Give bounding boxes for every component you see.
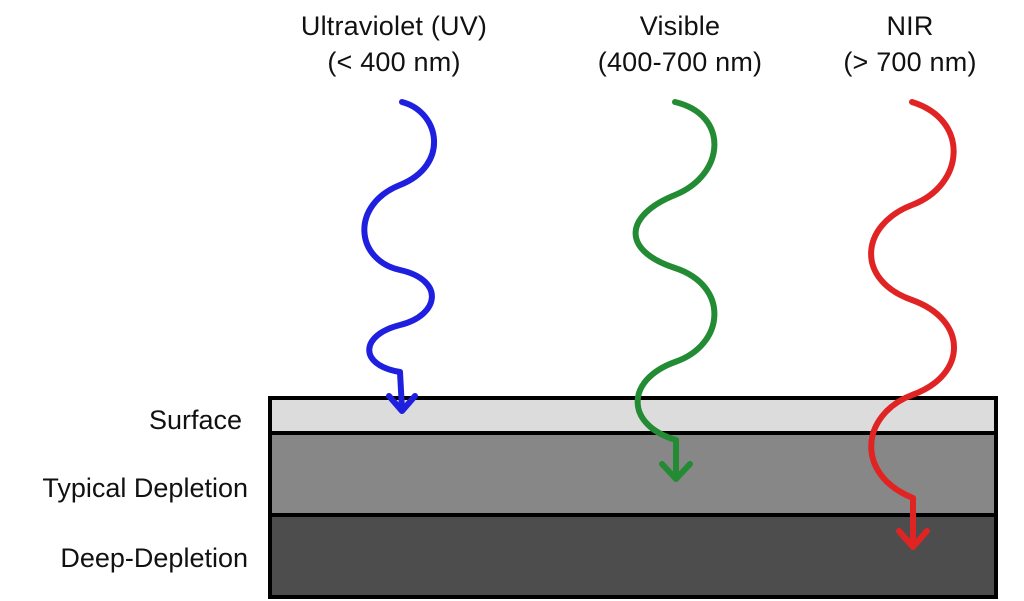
uv-wave-arrow (361, 99, 438, 414)
visible-band-range: (400-700 nm) (597, 47, 763, 77)
surface-layer (268, 396, 998, 435)
typical-depletion-layer (268, 431, 998, 517)
layer-label-surface: Surface (148, 405, 242, 435)
deep-depletion-layer (268, 513, 998, 599)
layer-label-deep-depletion: Deep-Depletion (60, 543, 248, 573)
nir-arrowhead (896, 528, 930, 550)
nir-wave-arrow (868, 99, 957, 550)
uv-arrowhead (386, 393, 418, 414)
nir-wave (868, 99, 957, 547)
uv-band-range: (< 400 nm) (327, 47, 461, 77)
uv-band-title: Ultraviolet (UV) (< 400 nm) (264, 8, 524, 80)
visible-wave (632, 99, 718, 479)
visible-wave-arrow (632, 99, 718, 482)
uv-band-name: Ultraviolet (UV) (300, 11, 488, 41)
nir-band-title: NIR (> 700 nm) (780, 8, 1024, 80)
nir-band-name: NIR (886, 11, 934, 41)
nir-band-range: (> 700 nm) (843, 47, 977, 77)
visible-arrowhead (659, 461, 693, 482)
layer-label-typical-depletion: Typical Depletion (42, 473, 248, 503)
visible-band-title: Visible (400-700 nm) (550, 8, 810, 80)
uv-wave (361, 99, 438, 412)
visible-band-name: Visible (639, 11, 721, 41)
